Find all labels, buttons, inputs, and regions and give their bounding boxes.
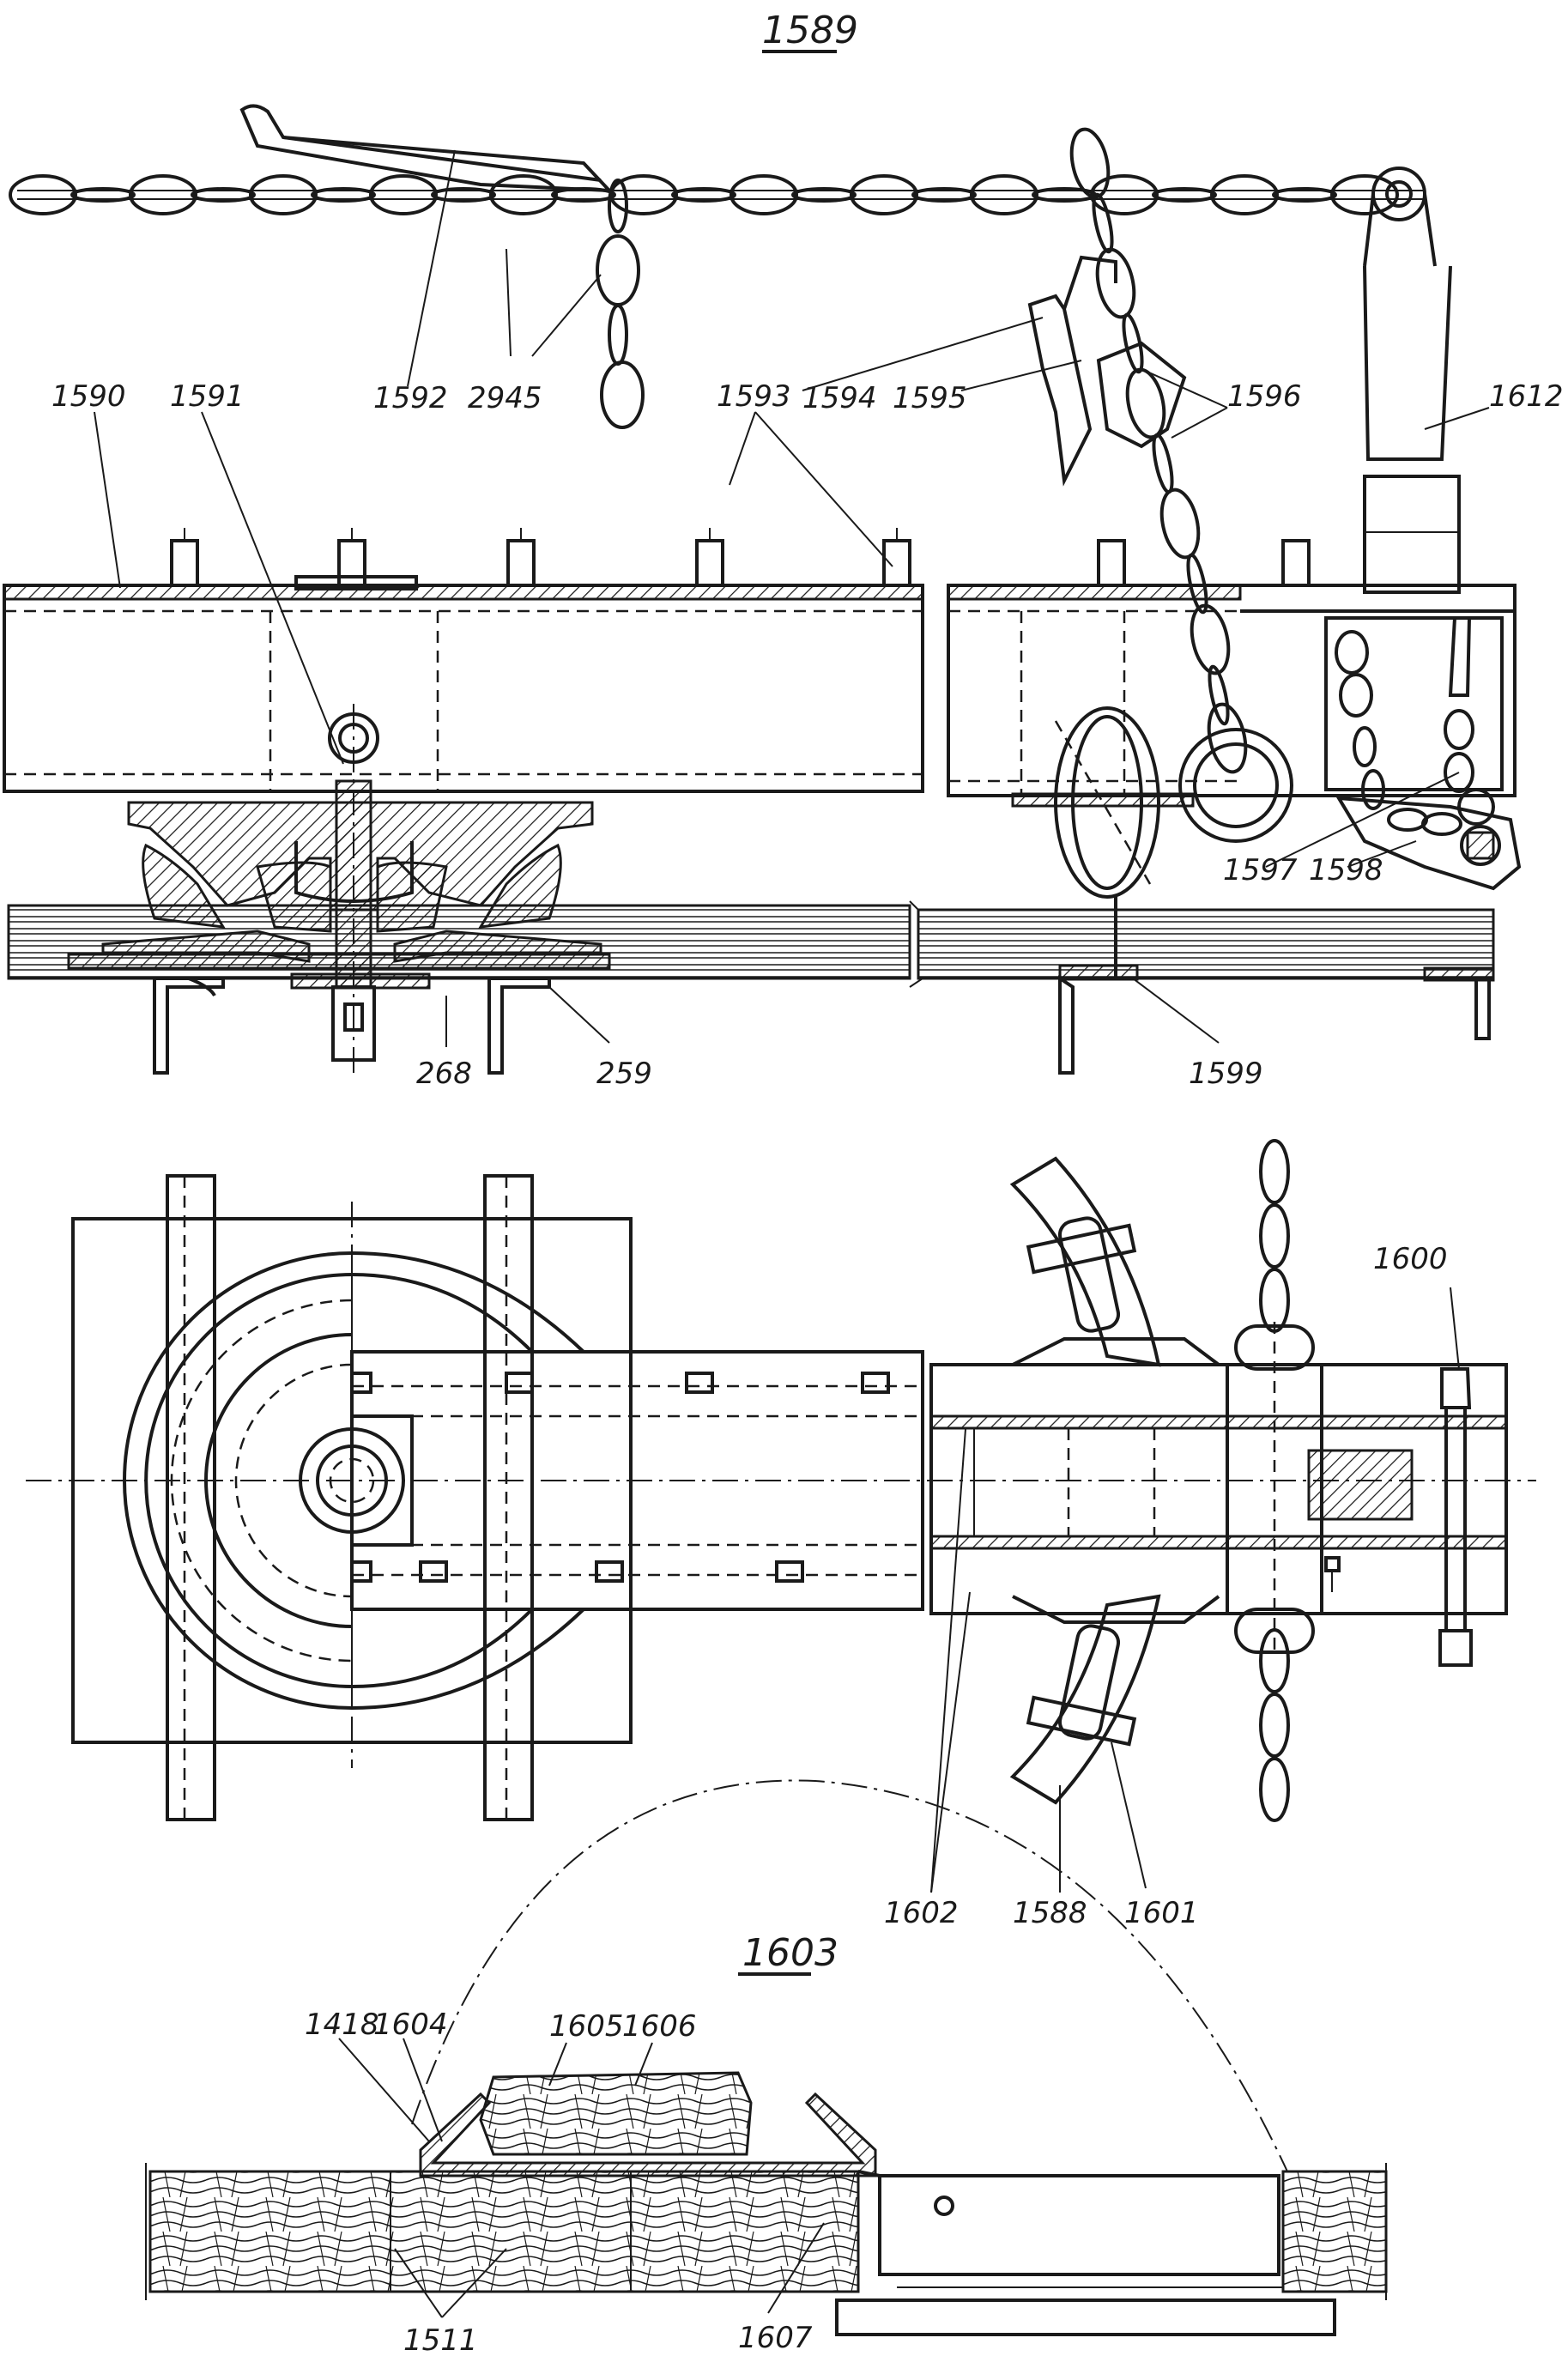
chain-link: [1207, 702, 1248, 774]
callout-1588: 1588: [1013, 1896, 1087, 1930]
callout-1604: 1604: [373, 2008, 448, 2042]
callout-1605: 1605: [549, 2009, 624, 2044]
chain-link: [369, 174, 438, 215]
chain-link: [311, 187, 376, 203]
chain-link: [1159, 488, 1201, 560]
bracket-1612: [1363, 265, 1461, 594]
callout-1591: 1591: [170, 379, 245, 414]
ring-and-roller: [1011, 706, 1293, 899]
chain-link: [600, 360, 645, 429]
chain-link: [70, 187, 136, 203]
detail-number: 1603: [742, 1931, 838, 1975]
lever-1598: [1335, 796, 1522, 891]
callout-2945: 2945: [468, 381, 542, 415]
chain-link: [489, 174, 558, 215]
chain-link: [1190, 603, 1231, 675]
callout-1418: 1418: [305, 2008, 379, 2042]
eye-bolt: [1363, 167, 1437, 267]
chain-link: [1125, 367, 1166, 439]
callout-1607: 1607: [738, 2321, 813, 2355]
callout-1601: 1601: [1124, 1896, 1199, 1930]
main-beam-1590: [3, 528, 924, 793]
callout-1612: 1612: [1489, 379, 1564, 414]
diagonal-chain-1596: [1069, 127, 1248, 774]
end-beam: [947, 539, 1522, 899]
callout-1597: 1597: [1223, 853, 1298, 887]
chain-link: [1152, 433, 1174, 494]
callout-1598: 1598: [1309, 853, 1383, 887]
chain-link: [1069, 127, 1111, 199]
chain-link: [191, 187, 256, 203]
chain-link: [1330, 174, 1399, 215]
plan-view: [26, 1139, 1536, 1822]
chain-link: [730, 174, 798, 215]
callout-labels: 1590 1591 1592 2945 1593 1594 1595 1596 …: [51, 379, 1564, 2356]
small-chain-1597: [1335, 617, 1495, 836]
callout-1595: 1595: [893, 381, 967, 415]
figure-title-1603: 1603: [738, 1931, 838, 1976]
detail-section-1603: [145, 1779, 1388, 2336]
chain-link: [970, 174, 1038, 215]
clamp-1596: [1096, 341, 1187, 449]
overhead-chain: [9, 174, 1425, 215]
callout-1599: 1599: [1189, 1057, 1263, 1091]
callout-1593: 1593: [717, 379, 791, 414]
chain-hook-1592: [239, 104, 614, 193]
callout-1594: 1594: [802, 381, 877, 415]
chain-link: [1208, 664, 1230, 726]
chain-link: [1272, 187, 1337, 203]
studs-1593: [170, 528, 911, 587]
callout-268: 268: [416, 1057, 472, 1091]
figure-number: 1589: [762, 9, 858, 52]
chain-link: [1092, 192, 1114, 254]
leader-lines: [94, 149, 1490, 2318]
callout-1606: 1606: [622, 2009, 697, 2044]
wedge-1595: [1027, 255, 1117, 487]
chain-link: [1095, 247, 1136, 319]
chain-link: [431, 187, 496, 203]
callout-1592: 1592: [373, 381, 448, 415]
callout-1602: 1602: [884, 1896, 959, 1930]
chain-link: [129, 174, 197, 215]
chain-link: [850, 174, 918, 215]
callout-259: 259: [596, 1057, 652, 1091]
chain-link: [608, 179, 628, 233]
chain-link: [1210, 174, 1279, 215]
chain-link: [249, 174, 318, 215]
chain-link: [9, 174, 77, 215]
callout-1511: 1511: [403, 2323, 478, 2356]
figure-title-1589: 1589: [762, 9, 858, 53]
base-plank-right-1599: [909, 897, 1495, 1075]
callout-1596: 1596: [1227, 379, 1302, 414]
chain-link: [608, 304, 628, 366]
chain-link: [1152, 187, 1217, 203]
hanging-chain-2945: [596, 179, 645, 429]
base-plank-left: [7, 904, 911, 1075]
callout-1590: 1590: [51, 379, 126, 414]
chain-link: [671, 187, 736, 203]
chain-link: [1122, 312, 1144, 374]
chain-link: [791, 187, 857, 203]
callout-1600: 1600: [1373, 1242, 1448, 1276]
chain-link: [911, 187, 977, 203]
chain-link: [596, 234, 640, 306]
